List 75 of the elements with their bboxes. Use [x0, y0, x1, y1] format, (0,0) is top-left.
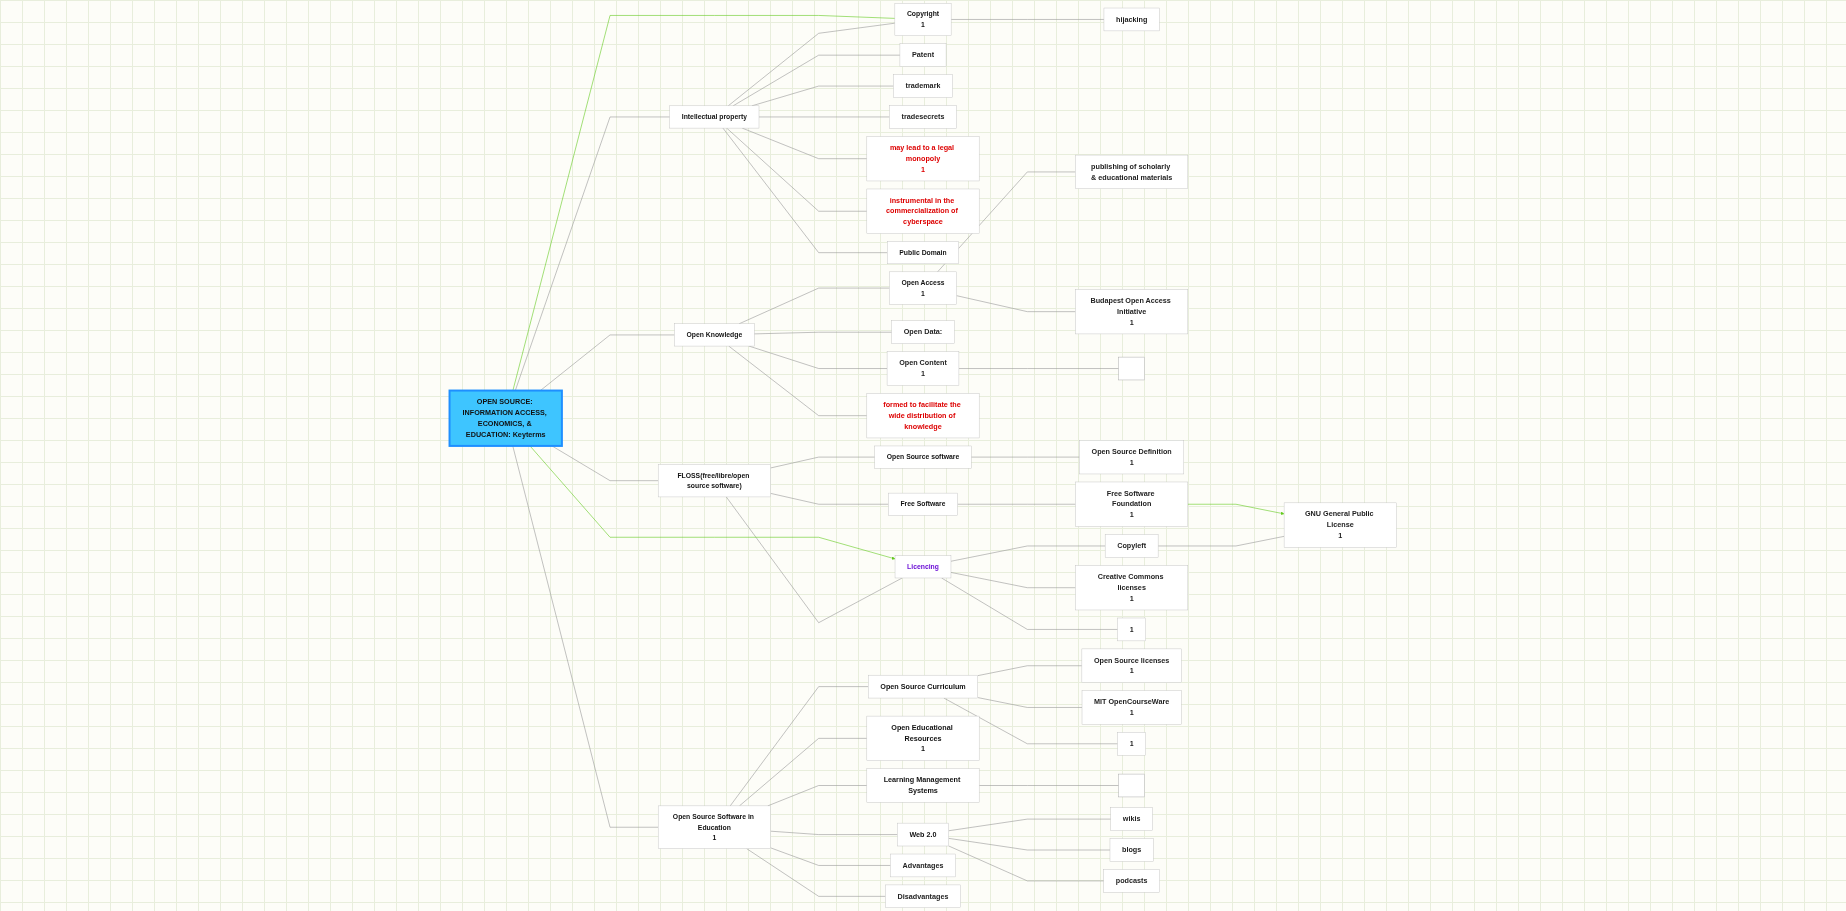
- node-box: [448, 389, 563, 447]
- connector: [767, 785, 868, 807]
- node-box: [1117, 617, 1146, 642]
- node-box: [885, 884, 961, 908]
- connector: [950, 545, 1106, 562]
- node-box: [893, 74, 953, 98]
- node-box: [887, 241, 959, 264]
- node-box: [1104, 534, 1159, 558]
- node-box: [897, 822, 949, 847]
- node-box: [674, 323, 755, 347]
- connector: [950, 572, 1076, 588]
- connector: [770, 830, 898, 835]
- connector: [977, 665, 1083, 676]
- connector: [978, 785, 1119, 786]
- node-box: [1103, 869, 1160, 893]
- node-box: [888, 492, 958, 516]
- connector: [948, 845, 1105, 882]
- node-box: [889, 105, 957, 129]
- node-box: [658, 464, 771, 498]
- node-box: [1118, 773, 1145, 798]
- node-box: [868, 674, 978, 699]
- node-box: [1117, 732, 1146, 756]
- node-box: [894, 3, 952, 36]
- connector: [722, 127, 888, 253]
- node-box: [1103, 7, 1160, 32]
- connector: [726, 496, 903, 623]
- node-box: [899, 43, 947, 67]
- node-box: [658, 805, 771, 849]
- connector: [941, 577, 1118, 630]
- node-box: [894, 555, 952, 579]
- connector: [512, 15, 896, 391]
- connector: [1157, 536, 1285, 547]
- connector: [770, 493, 889, 505]
- node-box: [1075, 481, 1188, 527]
- connector: [727, 22, 896, 107]
- connector: [948, 838, 1111, 851]
- node-box: [1081, 690, 1182, 725]
- connector: [770, 456, 876, 469]
- node-box: [874, 445, 972, 469]
- node-box: [1075, 289, 1188, 335]
- node-box: [866, 768, 980, 803]
- node-box: [890, 853, 956, 878]
- node-box: [886, 351, 960, 386]
- connector: [956, 295, 1076, 312]
- connector: [758, 116, 890, 118]
- connector: [515, 116, 670, 391]
- node-box: [1109, 838, 1154, 862]
- node-box: [1110, 807, 1153, 831]
- node-box: [1283, 502, 1397, 548]
- connector: [950, 19, 1105, 20]
- node-box: [889, 271, 957, 305]
- connector: [726, 127, 868, 212]
- connector: [970, 456, 1080, 458]
- node-box: [1075, 565, 1188, 611]
- node-box: [1079, 440, 1184, 475]
- node-box: [891, 320, 955, 344]
- node-box: [866, 715, 980, 761]
- connector: [739, 738, 868, 807]
- node-box: [866, 136, 980, 182]
- node-box: [669, 105, 760, 129]
- connector: [729, 686, 869, 807]
- connector: [753, 331, 892, 335]
- connector: [770, 847, 891, 866]
- connector: [948, 818, 1112, 832]
- node-box: [1118, 356, 1145, 381]
- connector: [977, 697, 1083, 708]
- node-box: [866, 393, 980, 439]
- connector: [958, 368, 1119, 369]
- connector: [540, 334, 675, 391]
- node-box: [866, 188, 980, 234]
- connector: [746, 848, 886, 897]
- node-box: [1081, 648, 1182, 683]
- connector: [728, 345, 868, 416]
- connector: [512, 445, 659, 828]
- node-box: [1075, 154, 1188, 189]
